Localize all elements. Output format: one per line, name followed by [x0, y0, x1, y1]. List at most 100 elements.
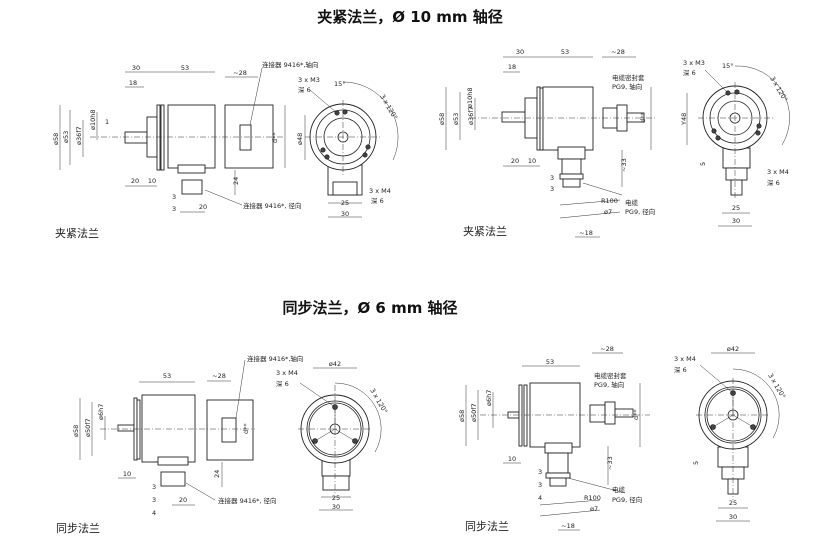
dim-20: 20 — [131, 177, 139, 185]
clamp-connector-side-view — [59, 67, 286, 213]
dim-28: ~28 — [212, 372, 226, 380]
dim-dia42: ø42 — [329, 360, 341, 368]
dim-33: ~33 — [606, 456, 614, 470]
dim-y48: Y48 — [680, 113, 688, 126]
label-gland-axial: 电缆密封套 — [612, 73, 645, 82]
dim-dia10: ø10h8 — [89, 109, 97, 130]
sync-cable-front-view — [696, 352, 780, 522]
label-gland-axial: 电缆密封套 — [594, 371, 627, 380]
dim-d: d** — [639, 112, 647, 123]
label-gland-axial-type: PG9, 轴向 — [594, 380, 624, 389]
dim-dia42: ø42 — [727, 345, 739, 353]
dim-3: 3 — [172, 205, 176, 213]
dim-33: ~33 — [620, 158, 628, 172]
label-depth6: 深 6 — [276, 379, 289, 388]
dim-dia7: ø7 — [604, 208, 612, 216]
dim-5: 5 — [699, 162, 707, 166]
dim-5: 5 — [692, 461, 700, 465]
label-connector-radial: 连接器 9416*, 径向 — [243, 201, 302, 210]
dim-18: 18 — [508, 63, 516, 71]
dim-24: 24 — [213, 470, 221, 478]
dim-r100: R100 — [584, 494, 601, 502]
dim-4: 4 — [152, 509, 156, 517]
dim-10: 10 — [528, 157, 536, 165]
label-connector-axial: 连接器 9416*,轴向 — [262, 60, 318, 69]
dim-30: 30 — [516, 48, 524, 56]
label-cable: 电缆 — [625, 198, 639, 207]
dim-18: 18 — [129, 79, 137, 87]
sync-connector-front-view — [298, 367, 382, 511]
dim-dia50: ø50f7 — [84, 418, 92, 437]
dim-24: 24 — [232, 177, 240, 185]
dim-dia50: ø50f7 — [470, 403, 478, 422]
dim-30: 30 — [341, 210, 349, 218]
sync-connector-side-view — [79, 359, 255, 506]
dim-dia58: ø58 — [438, 113, 446, 125]
dim-10: 10 — [508, 455, 516, 463]
dim-dia58: ø58 — [458, 410, 466, 422]
label-3xm4: 3 x M4 — [276, 369, 298, 377]
dim-dia10: ø10h8 — [466, 87, 474, 108]
label-cable-type: PG9, 径向 — [625, 207, 655, 216]
dim-28: ~28 — [611, 48, 625, 56]
dim-d: d** — [632, 409, 640, 420]
title-clamp-flange: 夹紧法兰，Ø 10 mm 轴径 — [317, 8, 503, 26]
caption-sync-flange: 同步法兰 — [465, 519, 509, 533]
label-3x120: 3 x 120° — [766, 372, 787, 400]
dim-dia53: ø53 — [452, 113, 460, 125]
dim-30: 30 — [729, 513, 737, 521]
clamp-connector-front-view — [304, 81, 399, 218]
label-3xm4: 3 x M4 — [674, 355, 696, 363]
dim-30: 30 — [332, 503, 340, 511]
dim-10: 10 — [123, 470, 131, 478]
dim-30: 30 — [132, 64, 140, 72]
dim-3: 3 — [538, 481, 542, 489]
dim-dia36: ø36f7 — [75, 126, 83, 145]
dim-dia36: ø36f7 — [467, 106, 475, 125]
label-depth6: 深 6 — [767, 178, 780, 187]
dim-3: 3 — [550, 185, 554, 193]
label-3xm4: 3 x M4 — [369, 187, 391, 195]
label-depth6: 深 6 — [683, 68, 696, 77]
dim-30: 30 — [732, 217, 740, 225]
dim-dia6: ø6h7 — [485, 390, 493, 406]
dim-53: 53 — [546, 358, 554, 366]
dim-d: d** — [242, 423, 250, 434]
caption-sync-flange: 同步法兰 — [56, 521, 100, 535]
dim-dia53: ø53 — [62, 131, 70, 143]
dim-20: 20 — [199, 203, 207, 211]
dim-10: 10 — [148, 177, 156, 185]
dim-20: 20 — [179, 496, 187, 504]
label-15deg: 15° — [722, 62, 734, 70]
dim-3: 3 — [550, 174, 554, 182]
sync-cable-side-view — [465, 352, 650, 531]
clamp-cable-side-view — [445, 56, 655, 238]
label-3x120: 3 x 120° — [768, 75, 789, 103]
dim-d: d** — [271, 132, 279, 143]
dim-dia58: ø58 — [72, 425, 80, 437]
dim-18: ~18 — [579, 229, 593, 237]
label-3x120: 3 x 120° — [378, 93, 399, 121]
dim-4: 4 — [538, 494, 542, 502]
dim-3: 3 — [172, 193, 176, 201]
dim-53: 53 — [163, 372, 171, 380]
dim-3: 3 — [152, 496, 156, 504]
label-15deg: 15° — [334, 80, 346, 88]
title-sync-flange: 同步法兰，Ø 6 mm 轴径 — [282, 299, 457, 317]
dim-1: 1 — [105, 118, 109, 126]
dim-3: 3 — [538, 468, 542, 476]
dim-25: 25 — [332, 494, 340, 502]
dim-dia48: ø48 — [296, 133, 304, 145]
caption-clamp-flange: 夹紧法兰 — [463, 224, 507, 238]
dim-dia58: ø58 — [52, 133, 60, 145]
label-3xm4: 3 x M4 — [767, 168, 789, 176]
label-3xm3: 3 x M3 — [298, 76, 320, 84]
label-depth6: 深 6 — [298, 85, 311, 94]
clamp-cable-front-view — [686, 65, 790, 227]
label-connector-axial: 连接器 9416*,轴向 — [247, 354, 303, 363]
label-cable-type: PG9, 径向 — [612, 495, 642, 504]
caption-clamp-flange: 夹紧法兰 — [55, 226, 99, 240]
dim-20: 20 — [511, 157, 519, 165]
label-depth6: 深 6 — [371, 196, 384, 205]
